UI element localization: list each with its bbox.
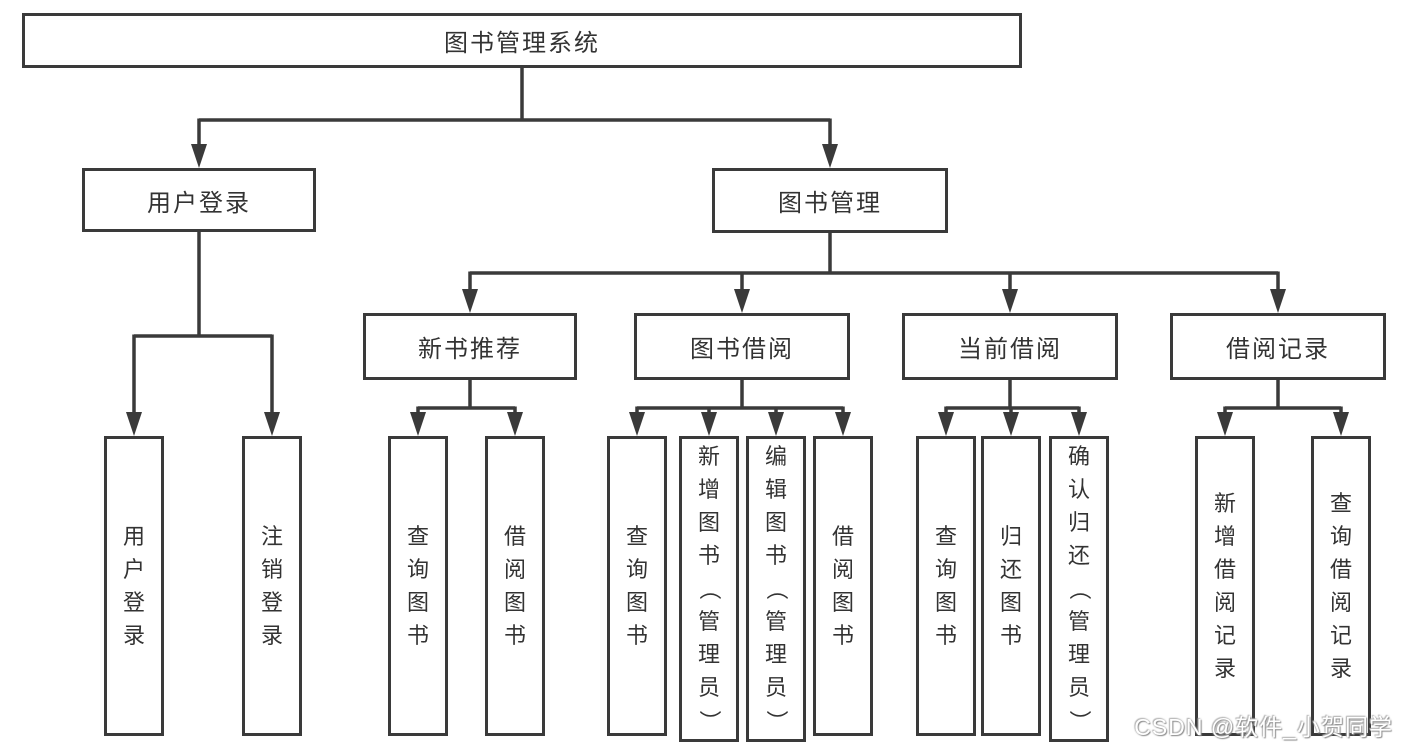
leaf-user-logout: 注销登录 <box>242 436 302 736</box>
leaf-borrowing-borrow-books: 借阅图书 <box>813 436 873 736</box>
leaf-current-query-books: 查询图书 <box>916 436 976 736</box>
leaf-current-return-books: 归还图书 <box>981 436 1041 736</box>
node-new-book-recommendation: 新书推荐 <box>363 313 577 380</box>
leaf-user-login: 用户登录 <box>104 436 164 736</box>
node-borrowing-records: 借阅记录 <box>1170 313 1386 380</box>
node-user-login-branch: 用户登录 <box>82 168 316 232</box>
node-library-management-system: 图书管理系统 <box>22 13 1022 68</box>
leaf-recommend-borrow-books: 借阅图书 <box>485 436 545 736</box>
node-book-borrowing: 图书借阅 <box>634 313 850 380</box>
leaf-records-add-borrow-record: 新增借阅记录 <box>1195 436 1255 736</box>
csdn-watermark: CSDN @软件_小贺同学 <box>1134 714 1393 740</box>
leaf-recommend-query-books: 查询图书 <box>388 436 448 736</box>
leaf-borrowing-add-books-admin: 新增图书（管理员） <box>679 436 739 742</box>
leaf-records-query-borrow-record: 查询借阅记录 <box>1311 436 1371 736</box>
leaf-borrowing-query-books: 查询图书 <box>607 436 667 736</box>
node-book-management-branch: 图书管理 <box>712 168 948 233</box>
leaf-current-confirm-return-admin: 确认归还（管理员） <box>1049 436 1109 742</box>
node-current-borrowing: 当前借阅 <box>902 313 1118 380</box>
leaf-borrowing-edit-books-admin: 编辑图书（管理员） <box>746 436 806 742</box>
